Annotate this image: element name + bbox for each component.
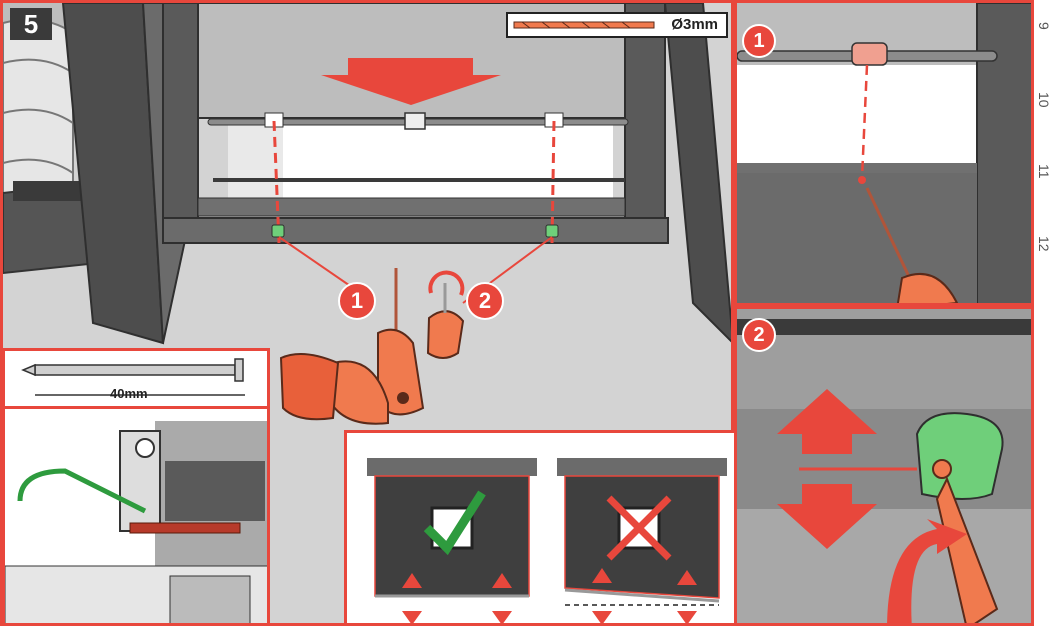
alignment-comparison-drawing xyxy=(347,433,746,626)
drill-bit-icon xyxy=(512,14,662,36)
ruler-label-9: 9 xyxy=(1036,22,1052,30)
detail-panel-adjustment xyxy=(734,306,1034,626)
drill-bit-size: Ø3mm xyxy=(671,16,718,33)
ruler-label-11: 11 xyxy=(1036,164,1052,179)
detail-marker-1: 1 xyxy=(742,24,776,58)
detail-drilling-drawing xyxy=(737,3,1034,306)
step-marker-1: 1 xyxy=(338,282,376,320)
page-ruler: 9 10 11 12 xyxy=(1034,0,1058,626)
detail-panel-drilling xyxy=(734,0,1034,306)
ruler-label-10: 10 xyxy=(1036,92,1052,108)
detail-adjustment-drawing xyxy=(737,309,1034,626)
step-marker-2: 2 xyxy=(466,282,504,320)
step-number: 5 xyxy=(10,8,52,40)
ruler-label-12: 12 xyxy=(1036,236,1052,252)
detail-marker-2: 2 xyxy=(742,318,776,352)
alignment-comparison-inset xyxy=(344,430,746,626)
drill-bit-label-box: Ø3mm xyxy=(506,12,728,38)
screw-icon xyxy=(23,359,243,381)
screw-length-label: 40mm xyxy=(110,386,148,401)
